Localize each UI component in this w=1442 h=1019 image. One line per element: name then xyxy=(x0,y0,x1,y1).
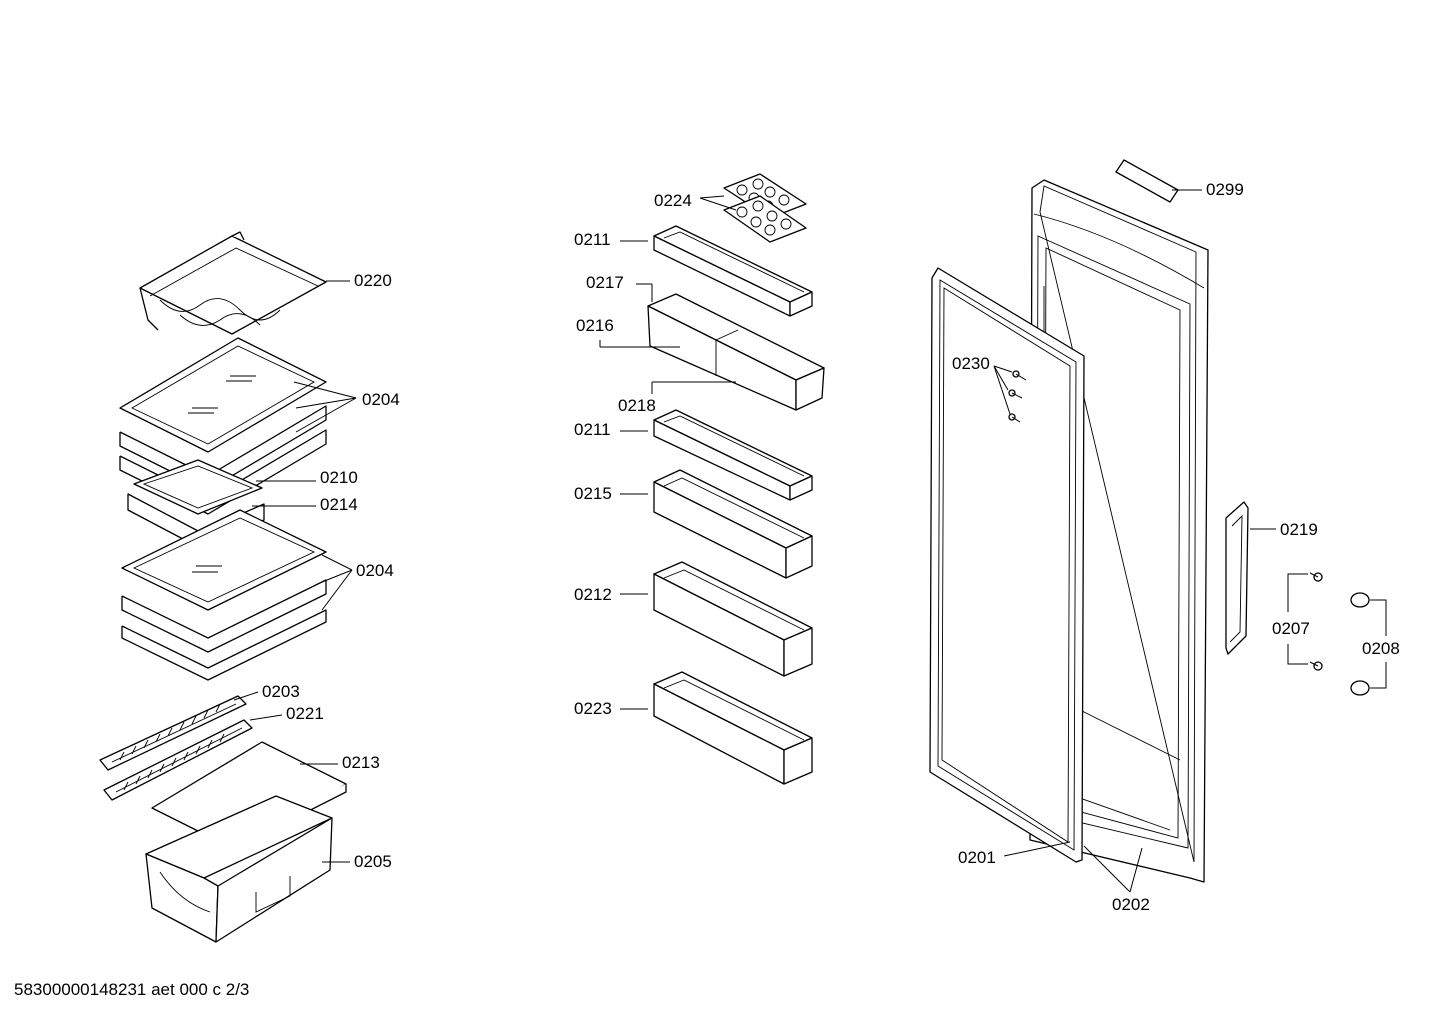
label-0219: 0219 xyxy=(1280,520,1318,539)
label-0211-lower: 0211 xyxy=(574,420,611,439)
door-bin-0215 xyxy=(653,469,813,579)
door-bin-0223 xyxy=(653,671,813,785)
label-0201: 0201 xyxy=(958,848,996,867)
label-0220: 0220 xyxy=(354,271,392,290)
louvre-strip-0203 xyxy=(99,695,247,771)
label-0216: 0216 xyxy=(576,316,614,335)
glass-shelf-lower-2 xyxy=(121,579,327,653)
label-0214: 0214 xyxy=(320,495,358,514)
label-0223: 0223 xyxy=(574,699,612,718)
crisper-drawer-part xyxy=(145,795,333,943)
egg-tray-part xyxy=(723,173,807,243)
label-0221: 0221 xyxy=(286,704,324,723)
louvre-strip-0221 xyxy=(103,719,253,801)
covered-compartment-part xyxy=(647,293,825,411)
label-0224: 0224 xyxy=(654,191,692,210)
label-0211-upper: 0211 xyxy=(574,230,611,249)
label-0202: 0202 xyxy=(1112,895,1150,914)
bottle-rack-part xyxy=(139,231,327,335)
label-0204-upper: 0204 xyxy=(362,390,400,409)
label-0203: 0203 xyxy=(262,682,300,701)
label-0208: 0208 xyxy=(1362,639,1400,658)
glass-shelf-upper-1 xyxy=(119,337,327,453)
label-0204-lower: 0204 xyxy=(356,561,394,580)
label-0207: 0207 xyxy=(1272,619,1310,638)
door-handle-part xyxy=(1225,501,1249,655)
label-0218: 0218 xyxy=(618,396,656,415)
hinge-screws-0207 xyxy=(1309,572,1323,671)
label-0213: 0213 xyxy=(342,753,380,772)
drawing-id-footer: 58300000148231 aet 000 c 2/3 xyxy=(14,980,250,999)
label-0212: 0212 xyxy=(574,585,612,604)
glass-shelf-lower-1 xyxy=(121,509,327,611)
glass-shelf-lower-3 xyxy=(121,609,327,681)
door-bin-0212 xyxy=(653,561,813,677)
rating-label-part xyxy=(1115,159,1179,203)
hinge-caps-0208 xyxy=(1350,592,1370,696)
label-0299: 0299 xyxy=(1206,180,1244,199)
door-bin-0211-lower xyxy=(653,409,813,501)
label-0210: 0210 xyxy=(320,468,358,487)
label-0230: 0230 xyxy=(952,354,990,373)
screw-set-0230 xyxy=(1008,370,1027,423)
label-0205: 0205 xyxy=(354,852,392,871)
label-0215: 0215 xyxy=(574,484,612,503)
label-0217: 0217 xyxy=(586,273,624,292)
door-bin-0211-upper xyxy=(653,225,813,317)
